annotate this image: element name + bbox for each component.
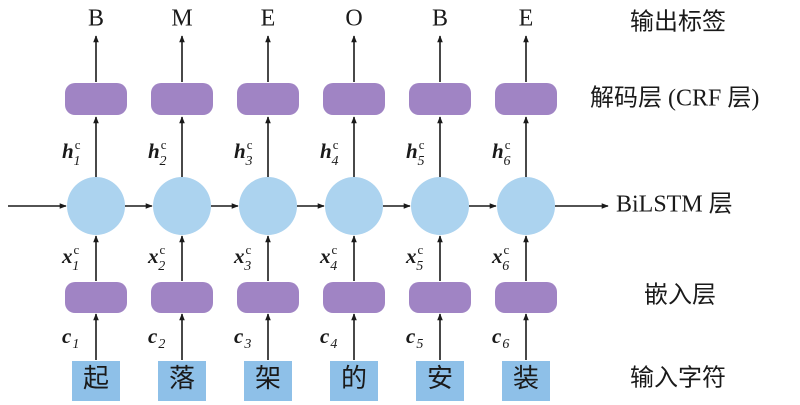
input-char-box: [244, 361, 292, 401]
embedding-box: [323, 282, 385, 313]
input-char-box: [72, 361, 120, 401]
char-variable-label: c2: [148, 324, 165, 352]
input-char-box: [330, 361, 378, 401]
char-variable-label: c3: [234, 324, 251, 352]
lstm-cell: [239, 177, 297, 235]
output-row-label: 输出标签: [630, 9, 726, 36]
char-variable-label: c4: [320, 324, 337, 352]
input-char-box: [158, 361, 206, 401]
output-tag: B: [432, 6, 448, 32]
crf-box: [495, 83, 557, 115]
embedding-box: [409, 282, 471, 313]
crf-box: [65, 83, 127, 115]
lstm-cell: [67, 177, 125, 235]
char-variable-label: c6: [492, 324, 509, 352]
lstm-cell: [325, 177, 383, 235]
embedding-box: [237, 282, 299, 313]
char-variable-label: c1: [62, 324, 79, 352]
crf-box: [151, 83, 213, 115]
input-char: 落: [169, 364, 195, 393]
output-tag: E: [519, 6, 534, 32]
lstm-cell: [153, 177, 211, 235]
crf-box: [237, 83, 299, 115]
bilstm-row-label: BiLSTM 层: [616, 192, 733, 218]
embedding-box: [65, 282, 127, 313]
output-tag: O: [345, 6, 362, 32]
output-tag: E: [261, 6, 276, 32]
decoder-row-label: 解码层 (CRF 层): [590, 85, 759, 112]
input-char: 装: [513, 364, 539, 393]
input-char: 架: [255, 364, 281, 393]
embedding-row-label: 嵌入层: [644, 282, 716, 309]
input-char-box: [416, 361, 464, 401]
crf-box: [409, 83, 471, 115]
input-char: 的: [341, 364, 367, 393]
embedding-box: [495, 282, 557, 313]
input-char: 起: [83, 364, 109, 393]
input-row-label: 输入字符: [630, 365, 726, 392]
output-tag: M: [171, 6, 192, 32]
connections: [8, 35, 609, 360]
input-char: 安: [427, 364, 453, 393]
lstm-cell: [411, 177, 469, 235]
crf-box: [323, 83, 385, 115]
input-char-box: [502, 361, 550, 401]
embedding-box: [151, 282, 213, 313]
row-labels: 输出标签 解码层 (CRF 层) BiLSTM 层 嵌入层 输入字符: [590, 9, 759, 392]
char-variable-label: c5: [406, 324, 423, 352]
lstm-cell: [497, 177, 555, 235]
output-tag: B: [88, 6, 104, 32]
